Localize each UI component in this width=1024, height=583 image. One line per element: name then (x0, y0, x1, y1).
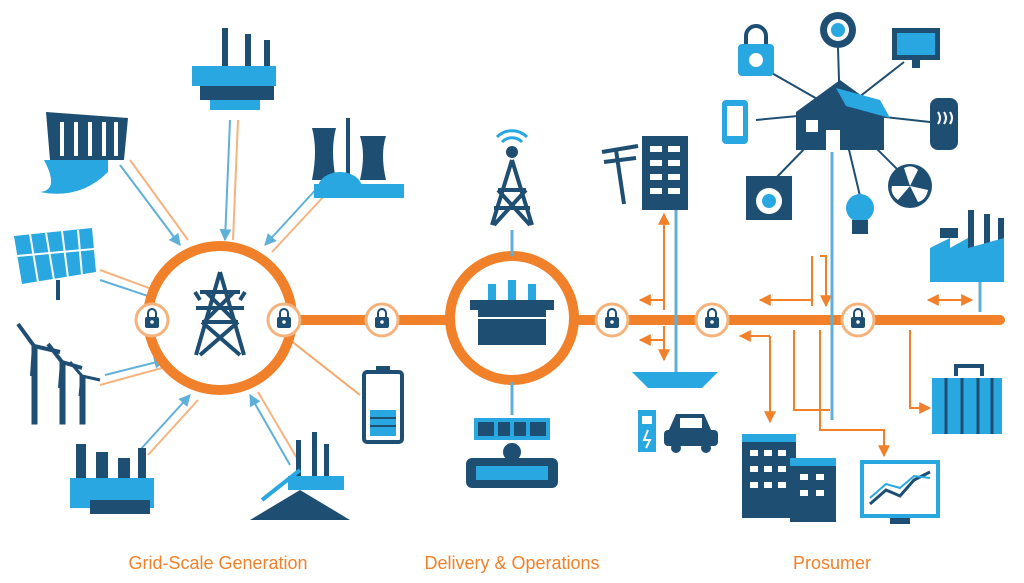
broadcast-tower-icon (490, 129, 534, 227)
generation-spokes (99, 119, 361, 466)
analytics-display-icon (860, 460, 940, 524)
lock-icon (738, 24, 774, 76)
thermostat-icon (820, 12, 856, 48)
office-building-icon (742, 434, 836, 522)
control-center-icon (466, 418, 558, 488)
smartphone-icon (722, 100, 748, 144)
hydro-dam-icon (40, 112, 128, 194)
wind-turbine-icon (16, 322, 101, 425)
smart-home-icon (796, 80, 890, 150)
tower-transmission-icon (193, 271, 247, 357)
solar-panel-icon (14, 228, 96, 300)
substation-transformer-icon (470, 280, 554, 345)
car-icon (664, 414, 718, 453)
coal-plant-icon (192, 28, 276, 110)
washer-icon (746, 176, 792, 220)
prosumer-flows (738, 255, 974, 458)
water-heater-icon (930, 98, 958, 150)
section-label-prosumer: Prosumer (792, 553, 872, 573)
storage-battery-icon (932, 364, 1002, 434)
monitor-icon (892, 28, 940, 68)
ev-charging-icon (632, 372, 718, 452)
light-bulb-icon (846, 194, 874, 234)
fan-icon (888, 164, 932, 208)
battery-icon (362, 366, 404, 444)
factory-icon (70, 444, 154, 514)
section-label-delivery-operations: Delivery & Operations (424, 553, 600, 573)
section-label-grid-scale-generation: Grid-Scale Generation (128, 553, 308, 573)
office-building-icon (642, 136, 688, 210)
nuclear-plant-icon (312, 118, 404, 198)
utility-pole-icon (601, 144, 639, 205)
industrial-factory-icon (930, 210, 1004, 282)
coal-plant-icon (250, 432, 350, 520)
